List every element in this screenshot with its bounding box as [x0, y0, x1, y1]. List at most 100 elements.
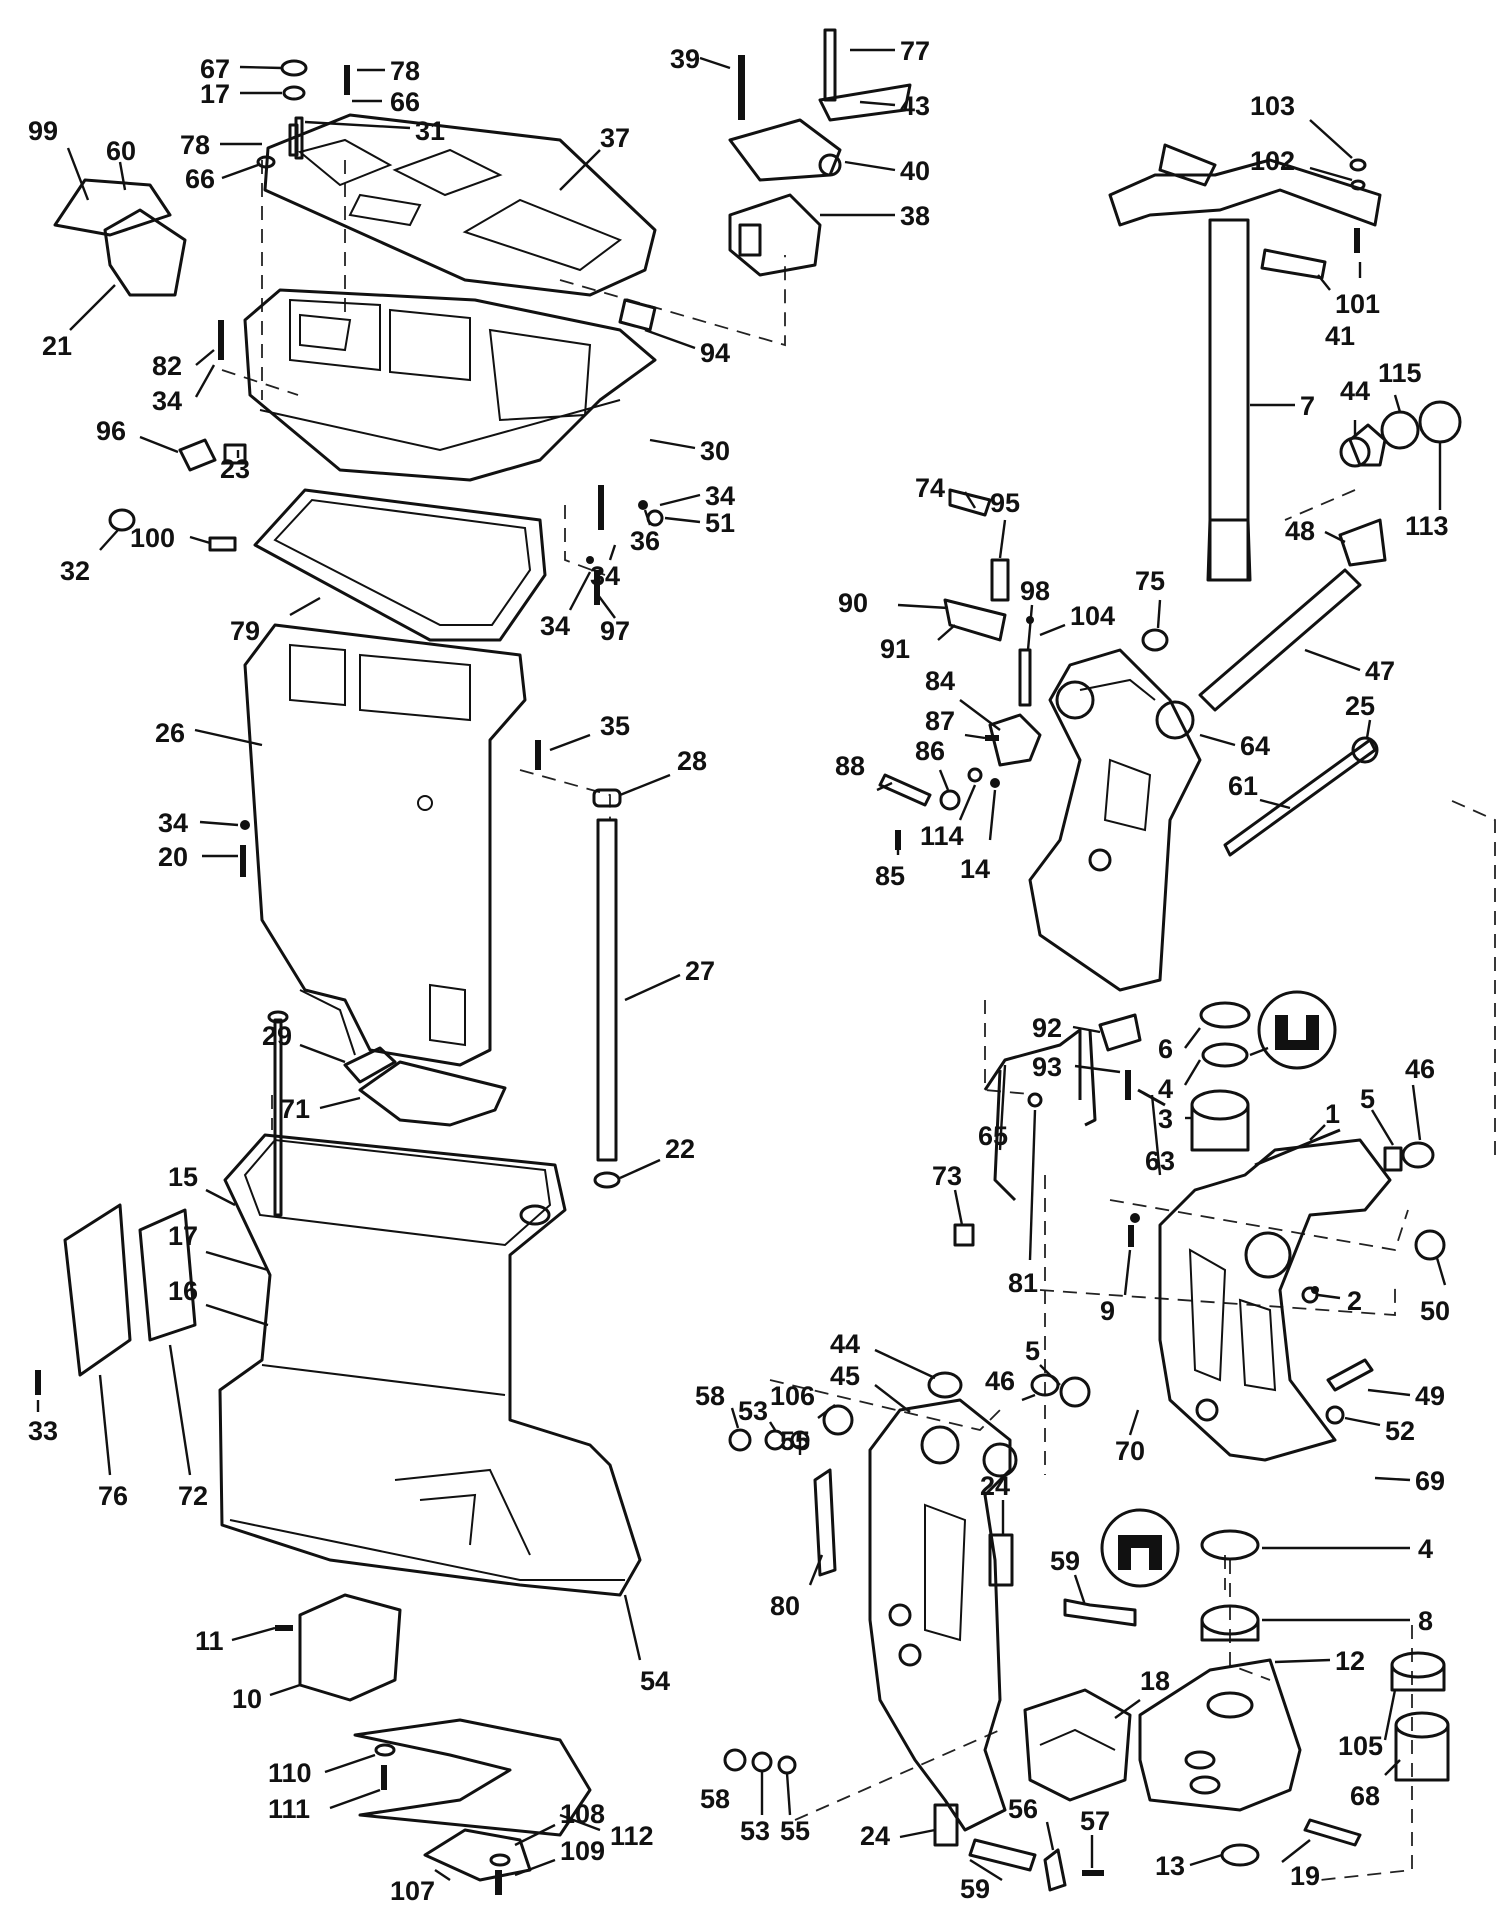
- callout-49: 49: [1415, 1381, 1445, 1411]
- callout-2: 2: [1347, 1286, 1362, 1316]
- callout-58: 58: [695, 1381, 725, 1411]
- callout-107: 107: [390, 1876, 435, 1906]
- callout-59-b: 59: [960, 1874, 990, 1904]
- callout-19: 19: [1290, 1861, 1320, 1891]
- callout-46-b: 46: [985, 1366, 1015, 1396]
- plate-60-shape: [53, 178, 172, 237]
- callout-108: 108: [560, 1799, 605, 1829]
- callout-85: 85: [875, 861, 905, 891]
- callout-78: 78: [390, 56, 420, 86]
- callout-17: 17: [200, 79, 230, 109]
- callout-37: 37: [600, 123, 630, 153]
- callout-79: 79: [230, 616, 260, 646]
- callout-103: 103: [1250, 91, 1295, 121]
- callout-114: 114: [920, 821, 964, 851]
- callout-43: 43: [900, 91, 930, 121]
- callout-82: 82: [152, 351, 182, 381]
- steering-arm-7-shape: [1108, 143, 1382, 582]
- callout-14: 14: [960, 854, 990, 884]
- callout-100: 100: [130, 523, 175, 553]
- callout-109: 109: [560, 1836, 605, 1866]
- adapter-housing-30-shape: [243, 288, 657, 482]
- callout-46: 46: [1405, 1054, 1435, 1084]
- callout-65: 65: [978, 1121, 1008, 1151]
- callout-87: 87: [925, 706, 955, 736]
- callout-93: 93: [1032, 1052, 1062, 1082]
- trim-rod-65-shape: [953, 1028, 1319, 1294]
- callout-68: 68: [1350, 1781, 1380, 1811]
- callout-95: 95: [990, 488, 1020, 518]
- callout-31: 31: [415, 116, 445, 146]
- cover-plate-76-shape: [63, 1203, 132, 1377]
- callout-67: 67: [200, 54, 230, 84]
- seal-71-shape: [358, 1060, 507, 1127]
- exhaust-housing-26-shape: [243, 623, 527, 1067]
- callout-22: 22: [665, 1134, 695, 1164]
- callout-72: 72: [178, 1481, 208, 1511]
- callout-15: 15: [168, 1162, 198, 1192]
- callout-55-b: 55: [780, 1816, 810, 1846]
- callout-78-b: 78: [180, 130, 210, 160]
- callout-23: 23: [220, 454, 250, 484]
- callout-58-b: 58: [700, 1784, 730, 1814]
- callout-97: 97: [600, 616, 630, 646]
- callout-47: 47: [1365, 656, 1395, 686]
- callout-66: 66: [390, 87, 420, 117]
- callout-86: 86: [915, 736, 945, 766]
- callout-21: 21: [42, 331, 72, 361]
- seal-29-shape: [343, 1046, 397, 1084]
- callout-34-c: 34: [590, 561, 620, 591]
- callout-20: 20: [158, 842, 188, 872]
- callout-111: 111: [268, 1794, 310, 1824]
- callout-11: 11: [195, 1626, 224, 1656]
- callout-112: 112: [610, 1821, 654, 1851]
- callout-52: 52: [1385, 1416, 1415, 1446]
- callout-106: 106: [770, 1381, 815, 1411]
- clamp-bracket-45-shape: [868, 1398, 1018, 1832]
- gasket-37-shape: [263, 113, 657, 297]
- top-center-shapes: [728, 28, 912, 277]
- callout-12: 12: [1335, 1646, 1365, 1676]
- callout-4-b: 4: [1418, 1534, 1433, 1564]
- callout-17-b: 17: [168, 1221, 198, 1251]
- callout-55: 55: [780, 1426, 810, 1456]
- duct-21-shape: [103, 208, 187, 297]
- callout-77: 77: [900, 36, 930, 66]
- callout-4: 4: [1158, 1074, 1173, 1104]
- right-top-hardware-shapes: [1141, 158, 1462, 857]
- callout-33: 33: [28, 1416, 58, 1446]
- detail-symbols: [1100, 990, 1337, 1588]
- callout-29: 29: [262, 1021, 292, 1051]
- callout-5: 5: [1360, 1084, 1375, 1114]
- callout-80: 80: [770, 1591, 800, 1621]
- cover-10-shape: [298, 1593, 402, 1702]
- callout-70: 70: [1115, 1436, 1145, 1466]
- callout-115: 115: [1378, 358, 1422, 388]
- callout-92: 92: [1032, 1013, 1062, 1043]
- callout-10: 10: [232, 1684, 262, 1714]
- callout-38: 38: [900, 201, 930, 231]
- callout-66-b: 66: [185, 164, 215, 194]
- gasket-72-shape: [138, 1208, 197, 1342]
- callout-60: 60: [106, 136, 136, 166]
- callout-9: 9: [1100, 1296, 1115, 1326]
- callout-59: 59: [1050, 1546, 1080, 1576]
- callout-18: 18: [1140, 1666, 1170, 1696]
- callout-27: 27: [685, 956, 715, 986]
- callout-91: 91: [880, 634, 910, 664]
- callout-94: 94: [700, 338, 730, 368]
- callout-73: 73: [932, 1161, 962, 1191]
- callout-75: 75: [1135, 566, 1165, 596]
- callout-84: 84: [925, 666, 955, 696]
- callout-104: 104: [1070, 601, 1115, 631]
- callout-36: 36: [630, 526, 660, 556]
- callout-3: 3: [1158, 1104, 1173, 1134]
- callout-105: 105: [1338, 1731, 1383, 1761]
- callout-34-d: 34: [540, 611, 570, 641]
- block-18-shape: [1023, 1688, 1132, 1802]
- callout-24: 24: [980, 1471, 1010, 1501]
- tube-27-shape: [592, 788, 622, 1189]
- midsection-15-shape: [218, 1018, 642, 1597]
- callout-81: 81: [1008, 1268, 1038, 1298]
